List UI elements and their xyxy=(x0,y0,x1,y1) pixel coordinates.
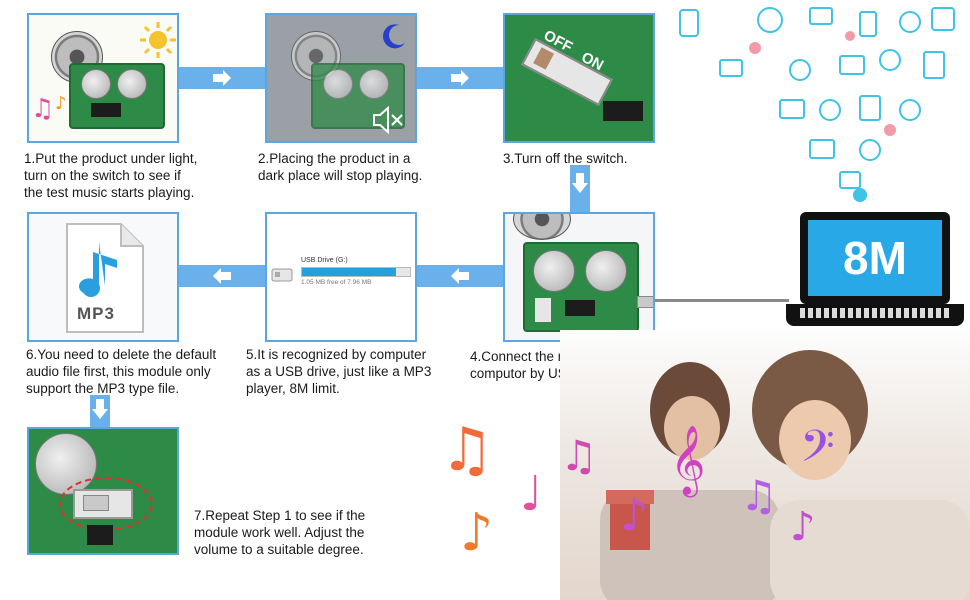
sun-icon xyxy=(140,22,176,58)
usb-cable-plug xyxy=(637,296,653,308)
pcb-board xyxy=(523,242,639,332)
svg-text:♫: ♫ xyxy=(440,415,494,485)
tech-icons-cloud xyxy=(679,7,955,202)
pcb-board xyxy=(311,63,405,129)
svg-text:♪: ♪ xyxy=(620,490,648,541)
step7-image xyxy=(27,427,179,555)
mp3-label: MP3 xyxy=(77,304,115,323)
arrow-4-to-5 xyxy=(417,265,503,287)
step4-image xyxy=(503,212,655,342)
arrow-3-to-4 xyxy=(570,165,590,213)
usb-drive-bar xyxy=(301,267,411,277)
arrow-2-to-3 xyxy=(417,67,503,89)
mp3-file-icon xyxy=(66,223,144,333)
step5-image: USB Drive (G:) 1.05 MB free of 7.96 MB xyxy=(265,212,417,342)
mute-icon xyxy=(373,105,403,135)
usb-drive-name: USB Drive (G:) xyxy=(301,257,348,264)
step1-caption: 1.Put the product under light,turn on th… xyxy=(24,151,198,200)
svg-text:♫: ♫ xyxy=(560,431,598,480)
usb-drive-icon xyxy=(271,268,293,282)
svg-text:𝄞: 𝄞 xyxy=(670,425,705,497)
svg-text:♪: ♪ xyxy=(460,503,493,563)
arrow-6-to-7 xyxy=(90,395,110,427)
laptop: 8M xyxy=(800,212,950,304)
usb-cable xyxy=(655,299,789,302)
svg-text:♩: ♩ xyxy=(520,466,543,522)
usb-drive-free: 1.05 MB free of 7.96 MB xyxy=(301,279,372,286)
highlight-circle xyxy=(59,477,153,531)
svg-text:♪: ♪ xyxy=(55,93,67,114)
svg-text:♪: ♪ xyxy=(790,504,816,550)
svg-text:𝄢: 𝄢 xyxy=(800,420,835,483)
speaker xyxy=(513,214,571,240)
arrow-1-to-2 xyxy=(179,67,265,89)
svg-text:♫: ♫ xyxy=(31,94,54,124)
usb-drive-entry: USB Drive (G:) 1.05 MB free of 7.96 MB xyxy=(271,257,411,297)
family-photo xyxy=(560,330,970,600)
svg-text:♫: ♫ xyxy=(740,471,778,520)
laptop-keyboard xyxy=(786,304,964,326)
laptop-screen-label: 8M xyxy=(808,220,942,296)
step3-image: OFF ON xyxy=(503,13,655,143)
pcb-board xyxy=(69,63,165,129)
step1-image: ♫ ♪ xyxy=(27,13,179,143)
step2-image xyxy=(265,13,417,143)
music-notes-icon: ♫ ♪ ♩ ♫ ♪ 𝄞 ♫ 𝄢 ♪ xyxy=(440,415,835,563)
moon-icon xyxy=(383,24,405,49)
step6-image: MP3 xyxy=(27,212,179,342)
step3-caption: 3.Turn off the switch. xyxy=(503,151,628,166)
music-notes-icon: ♫ ♪ xyxy=(31,93,67,124)
arrow-5-to-6 xyxy=(179,265,265,287)
